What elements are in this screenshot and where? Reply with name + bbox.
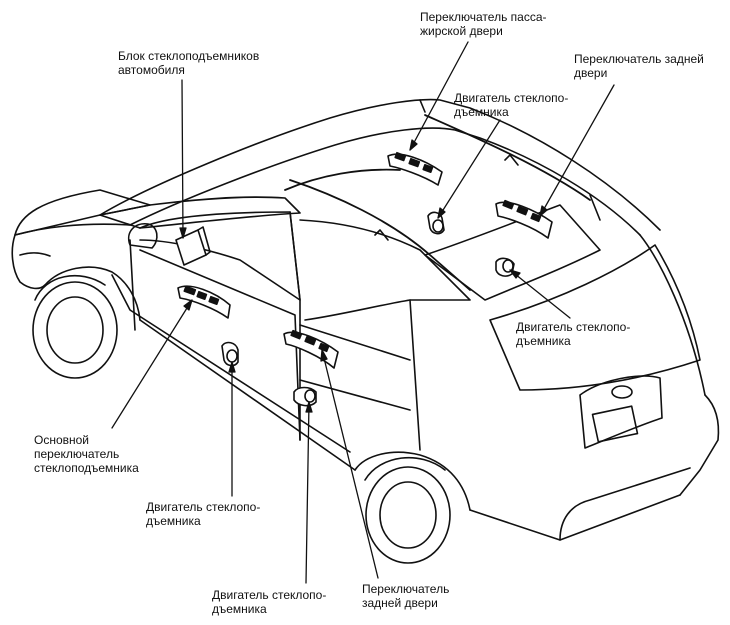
- label-line: Переключатель: [362, 582, 450, 596]
- label-line: двери: [574, 66, 608, 80]
- label-line: дъемника: [516, 334, 571, 348]
- label-line: жирской двери: [420, 24, 503, 38]
- car-body-outline: [11, 98, 720, 564]
- label-line: стеклоподъемника: [34, 461, 139, 475]
- label-rear-door-switch-top: Переключатель задней двери: [574, 52, 704, 80]
- arrow-main-switch: [111, 299, 193, 429]
- window-lift-unit-icon: [175, 226, 211, 266]
- rear-door-switch-right-icon: [495, 199, 553, 239]
- motor-top-icon: [427, 211, 445, 235]
- label-line: Переключатель пасса-: [420, 10, 547, 24]
- arrow-rear-door-switch-bottom: [321, 349, 379, 579]
- motor-right-icon: [495, 257, 515, 277]
- label-line: дъемника: [212, 602, 267, 616]
- motor-left-icon: [221, 341, 239, 367]
- arrow-motor-right: [509, 269, 571, 319]
- label-line: Двигатель стеклопо-: [146, 500, 261, 514]
- label-passenger-switch: Переключатель пасса- жирской двери: [420, 10, 547, 38]
- label-motor-right: Двигатель стеклопо- дъемника: [516, 320, 630, 348]
- label-main-switch: Основной переключатель стеклоподъемника: [34, 433, 139, 475]
- label-line: дъемника: [454, 105, 509, 119]
- arrow-motor-top: [437, 119, 501, 219]
- passenger-switch-icon: [387, 151, 443, 186]
- label-line: Блок стеклоподъемников: [118, 49, 260, 63]
- arrow-window-unit: [181, 79, 184, 239]
- main-switch-icon: [177, 285, 231, 319]
- label-line: Переключатель задней: [574, 52, 704, 66]
- label-line: Основной: [34, 433, 90, 447]
- label-line: задней двери: [362, 596, 438, 610]
- arrow-motor-bottom: [305, 401, 310, 584]
- label-line: автомобиля: [118, 63, 185, 77]
- label-window-unit: Блок стеклоподъемников автомобиля: [118, 49, 259, 77]
- label-line: Двигатель стеклопо-: [454, 91, 569, 105]
- rear-door-switch-left-icon: [283, 329, 339, 369]
- label-line: переключатель: [34, 447, 120, 461]
- label-line: Двигатель стеклопо-: [212, 588, 327, 602]
- motor-bottom-icon: [293, 386, 317, 407]
- label-motor-bottom: Двигатель стеклопо- дъемника: [212, 588, 326, 616]
- label-line: Двигатель стеклопо-: [516, 320, 631, 334]
- arrow-rear-door-switch-top: [539, 84, 615, 217]
- label-motor-top: Двигатель стеклопо- дъемника: [454, 91, 568, 119]
- label-rear-door-switch-bottom: Переключатель задней двери: [362, 582, 449, 610]
- arrow-passenger-switch: [409, 41, 469, 151]
- leader-lines: [111, 41, 615, 584]
- label-motor-left: Двигатель стеклопо- дъемника: [146, 500, 260, 528]
- label-line: дъемника: [146, 514, 201, 528]
